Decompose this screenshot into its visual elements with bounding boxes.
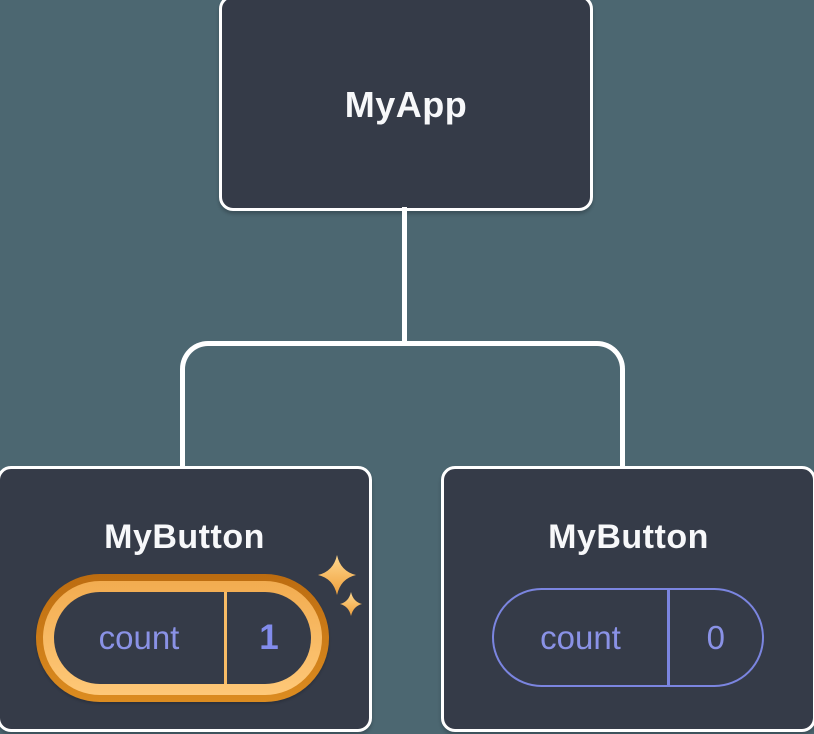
state-value: 0: [706, 618, 725, 656]
component-node-myapp: MyApp: [219, 0, 593, 211]
node-label-myapp: MyApp: [344, 84, 468, 125]
node-label-mybutton-right: MyButton: [548, 518, 709, 556]
sparkles-icon: [318, 555, 362, 616]
state-pill-plain: count 0: [492, 588, 764, 687]
connector-stem: [402, 207, 407, 344]
state-pill-highlighted: count 1: [36, 574, 329, 702]
state-key-label: count: [98, 619, 180, 656]
state-key-label: count: [540, 618, 621, 656]
state-pill-highlight-ring: count 1: [43, 581, 322, 695]
pill-divider: [224, 592, 227, 684]
component-node-mybutton-right: MyButton count 0: [441, 466, 814, 732]
state-value: 1: [259, 618, 279, 657]
connector-branch: [180, 341, 625, 470]
node-label-mybutton-left: MyButton: [104, 518, 265, 556]
pill-divider: [667, 590, 670, 685]
component-node-mybutton-left: MyButton count 1: [0, 466, 372, 732]
